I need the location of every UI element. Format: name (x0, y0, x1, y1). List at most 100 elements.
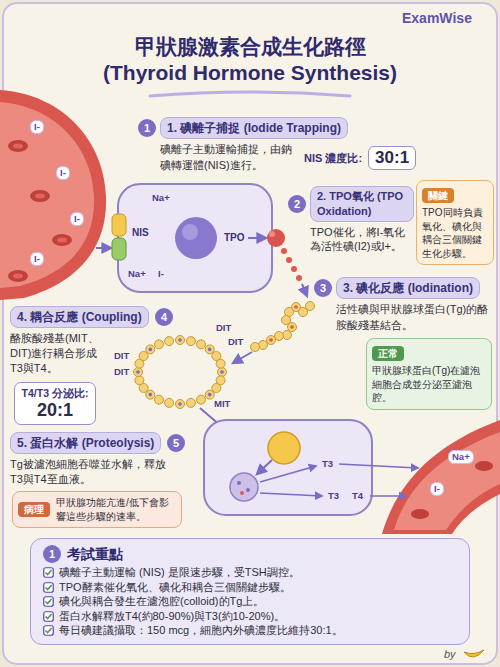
ratio-box: T4/T3 分泌比:20:1 (14, 382, 96, 425)
note-text: TPO同時負責氧化、碘化與耦合三個關鍵生化步驟。 (422, 206, 488, 260)
bead (176, 336, 185, 345)
shape-ellipse (57, 238, 67, 243)
step-body: Tg被濾泡細胞吞噬並水解，釋放T3與T4至血液。 (10, 457, 176, 487)
callout-number: 1 (138, 119, 156, 137)
note-box: 病理甲狀腺功能亢進/低下會影響這些步驟的速率。 (12, 491, 182, 528)
shape-circle (290, 325, 294, 329)
follicle-cell-5 (204, 420, 372, 515)
bead (134, 368, 143, 377)
shape-circle (269, 338, 273, 342)
iodine-dots (281, 248, 307, 296)
shape-path (260, 466, 316, 482)
iodine-dot (220, 370, 224, 374)
shape-path (260, 493, 322, 496)
ratio-label: NIS 濃度比: (304, 151, 362, 166)
iodine-dot (149, 393, 153, 397)
note-text: 甲狀腺功能亢進/低下會影響這些步驟的速率。 (56, 496, 176, 523)
step-heading: 3. 碘化反應 (Iodination) (336, 277, 480, 299)
bead (197, 395, 206, 404)
bead (146, 345, 155, 354)
check-box (44, 626, 54, 636)
check-mark (46, 585, 52, 590)
check-mark (46, 599, 52, 604)
page-frame (3, 3, 497, 664)
watermark: by (444, 648, 456, 660)
shape-rect (112, 238, 126, 260)
shape-ellipse (13, 144, 23, 149)
ratio-value: 20:1 (20, 400, 90, 420)
bead (176, 400, 185, 409)
shape-ellipse (52, 234, 72, 246)
iodine-dot (208, 348, 212, 352)
note-text: 甲狀腺球蛋白(Tg)在濾泡細胞合成並分泌至濾泡腔。 (372, 364, 486, 405)
residue-label: DIT (112, 366, 131, 378)
key-item: TPO酵素催化氧化、碘化和耦合三個關鍵步驟。 (43, 580, 457, 595)
key-points-box: 考試重點碘離子主動運輸 (NIS) 是限速步驟，受TSH調控。TPO酵素催化氧化… (30, 538, 470, 645)
key-item: 每日碘建議攝取：150 mcg，細胞內外碘濃度比維持30:1。 (43, 623, 457, 638)
iodine-dot (149, 348, 153, 352)
release-arrow (370, 495, 406, 497)
banana-icon (464, 650, 484, 657)
step-group: 3. 碘化反應 (Iodination) 活性碘與甲狀腺球蛋白(Tg)的酪胺酸殘基… (336, 277, 490, 333)
step-heading: 2. TPO氧化 (TPO Oxidation) (310, 186, 414, 222)
shape-circle (175, 217, 217, 259)
bead (197, 340, 206, 349)
residue-label: MIT (212, 398, 232, 410)
shape-circle (251, 343, 260, 352)
key-heading: 考試重點 (43, 545, 457, 563)
hormone-label: T4 (350, 490, 365, 502)
callout-number: 4 (155, 308, 173, 326)
shape-rect (118, 184, 272, 292)
shape-ellipse (13, 274, 23, 279)
shape-circle (230, 473, 258, 501)
shape-circle (291, 266, 297, 272)
uptake-arrow (96, 247, 111, 249)
step-heading: 1. 碘離子捕捉 (Iodide Trapping) (160, 117, 348, 139)
check-icon (43, 625, 54, 636)
shape-circle (286, 257, 292, 263)
ratio-value: 30:1 (368, 146, 416, 170)
title-underline (150, 92, 350, 96)
shape-ellipse (30, 190, 50, 202)
shape-circle (240, 491, 244, 495)
iodine-dot (178, 402, 182, 406)
check-icon (43, 567, 54, 578)
note-badge: 病理 (18, 502, 50, 517)
title-text: 甲狀腺激素合成生化路徑 (Thyroid Hormone Synthesis) (95, 34, 405, 87)
check-mark (46, 628, 52, 633)
ion-label: Na+ (150, 192, 172, 204)
release-arrow (339, 464, 418, 468)
step-body: 碘離子主動運輸捕捉，由鈉碘轉運體(NIS)進行。 (160, 142, 300, 173)
ratio-label: T4/T3 分泌比: (20, 387, 90, 400)
shape-circle (288, 323, 297, 332)
step-group: 2. TPO氧化 (TPO Oxidation)TPO催化，將I-氧化為活性碘(… (310, 186, 414, 253)
shape-ellipse (411, 509, 429, 519)
hormone-label: T3 (320, 458, 335, 470)
part-name: NIS (130, 226, 151, 239)
brand-name: ExamWise (402, 10, 472, 26)
shape-path (382, 420, 500, 534)
key-item-text: 每日碘建議攝取：150 mcg，細胞內外碘濃度比維持30:1。 (59, 623, 343, 638)
ion-label: I- (430, 482, 444, 496)
shape-path (248, 237, 266, 239)
shape-rect (112, 214, 126, 236)
shape-path (257, 460, 272, 474)
thyroglobulin-chain (251, 302, 315, 352)
step-body: 活性碘與甲狀腺球蛋白(Tg)的酪胺酸殘基結合。 (336, 302, 490, 333)
shape-circle (237, 481, 241, 485)
residue-label: DIT (226, 336, 245, 348)
ion-label: I- (30, 120, 44, 134)
shape-ellipse (8, 270, 28, 282)
shape-circle (269, 231, 275, 237)
shape-circle (281, 248, 287, 254)
ion-label: I- (156, 268, 166, 280)
step-body: 酪胺酸殘基(MIT、DIT)進行耦合形成T3與T4。 (10, 331, 110, 376)
step-heading: 4. 耦合反應 (Coupling) (10, 306, 149, 328)
key-item-text: 蛋白水解釋放T4(約80-90%)與T3(約10-20%)。 (59, 609, 285, 624)
follicle-cell-1 (112, 184, 285, 292)
part-name: TPO (222, 231, 247, 244)
check-box (44, 568, 54, 578)
key-item: 蛋白水解釋放T4(約80-90%)與T3(約10-20%)。 (43, 609, 457, 624)
shape-path (0, 102, 94, 288)
